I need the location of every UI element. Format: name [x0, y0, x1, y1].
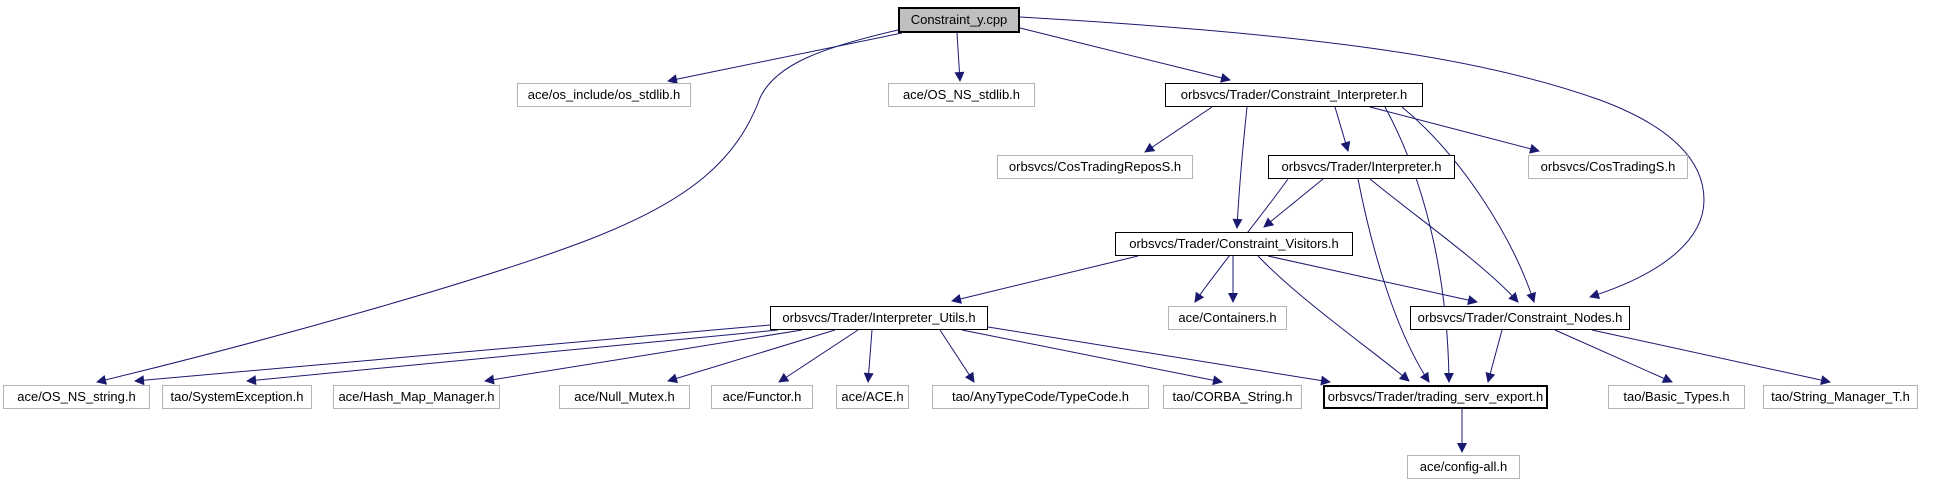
node-costradings: orbsvcs/CosTradingS.h	[1528, 155, 1688, 179]
edge-interpreter-to-constraint-visitors	[1263, 178, 1324, 228]
node-constraint-nodes[interactable]: orbsvcs/Trader/Constraint_Nodes.h	[1410, 306, 1630, 330]
edge-interpreter-utils-to-ace	[863, 329, 874, 383]
edge-constraint-interpreter-to-interpreter	[1334, 106, 1351, 152]
edge-constraint-nodes-to-basic-types	[1554, 329, 1673, 383]
node-containers: ace/Containers.h	[1168, 306, 1287, 330]
edge-constraint-y-cpp-to-constraint-interpreter	[1019, 27, 1231, 83]
node-constraint-y-cpp: Constraint_y.cpp	[898, 7, 1020, 33]
edge-interpreter-utils-to-anytypecode-typecode	[939, 329, 975, 383]
edge-constraint-y-cpp-to-os-ns-stdlib	[954, 32, 965, 82]
edge-interpreter-utils-to-null-mutex	[667, 329, 836, 384]
node-anytypecode-typecode: tao/AnyTypeCode/TypeCode.h	[932, 385, 1149, 409]
edge-interpreter-utils-to-systemexception	[246, 329, 779, 386]
node-ace: ace/ACE.h	[836, 385, 909, 409]
edge-constraint-visitors-to-trading-serv-export	[1257, 255, 1410, 382]
node-string-manager-t: tao/String_Manager_T.h	[1763, 385, 1918, 409]
node-systemexception: tao/SystemException.h	[162, 385, 312, 409]
node-constraint-interpreter[interactable]: orbsvcs/Trader/Constraint_Interpreter.h	[1165, 83, 1423, 107]
edge-interpreter-utils-to-trading-serv-export	[987, 326, 1331, 386]
edge-constraint-interpreter-to-constraint-nodes	[1401, 106, 1536, 303]
edge-constraint-y-cpp-to-os-ns-string	[96, 29, 899, 385]
node-basic-types: tao/Basic_Types.h	[1608, 385, 1745, 409]
edge-constraint-y-cpp-to-os-include-os-stdlib	[667, 32, 903, 85]
node-hash-map-manager: ace/Hash_Map_Manager.h	[333, 385, 500, 409]
node-os-ns-string: ace/OS_NS_string.h	[3, 385, 150, 409]
edge-constraint-nodes-to-trading-serv-export	[1485, 329, 1503, 383]
node-os-ns-stdlib: ace/OS_NS_stdlib.h	[888, 83, 1035, 107]
edge-interpreter-to-trading-serv-export	[1357, 178, 1430, 383]
edge-constraint-y-cpp-to-constraint-nodes	[1019, 16, 1705, 300]
edge-interpreter-utils-to-functor	[778, 329, 859, 383]
edge-constraint-interpreter-to-trading-serv-export	[1384, 106, 1454, 383]
edge-constraint-visitors-to-interpreter-utils	[951, 255, 1139, 304]
node-constraint-visitors[interactable]: orbsvcs/Trader/Constraint_Visitors.h	[1115, 232, 1353, 256]
edge-interpreter-to-constraint-nodes	[1369, 178, 1519, 303]
edge-interpreter-utils-to-hash-map-manager	[484, 329, 803, 385]
edge-constraint-nodes-to-string-manager-t	[1591, 329, 1831, 385]
node-config-all: ace/config-all.h	[1407, 455, 1520, 479]
edge-constraint-interpreter-to-costradingreposs	[1144, 106, 1213, 153]
edge-interpreter-utils-to-os-ns-string	[134, 324, 771, 386]
edge-constraint-visitors-to-constraint-nodes	[1267, 255, 1478, 305]
edge-constraint-interpreter-to-costradings	[1369, 106, 1540, 154]
node-interpreter[interactable]: orbsvcs/Trader/Interpreter.h	[1268, 155, 1455, 179]
edge-interpreter-utils-to-corba-string	[961, 329, 1223, 386]
node-trading-serv-export[interactable]: orbsvcs/Trader/trading_serv_export.h	[1323, 385, 1548, 409]
node-costradingreposs: orbsvcs/CosTradingReposS.h	[997, 155, 1193, 179]
edge-constraint-interpreter-to-constraint-visitors	[1232, 106, 1248, 229]
node-os-include-os-stdlib: ace/os_include/os_stdlib.h	[517, 83, 691, 107]
node-interpreter-utils[interactable]: orbsvcs/Trader/Interpreter_Utils.h	[770, 306, 988, 330]
node-null-mutex: ace/Null_Mutex.h	[559, 385, 690, 409]
node-functor: ace/Functor.h	[711, 385, 813, 409]
node-corba-string: tao/CORBA_String.h	[1163, 385, 1302, 409]
